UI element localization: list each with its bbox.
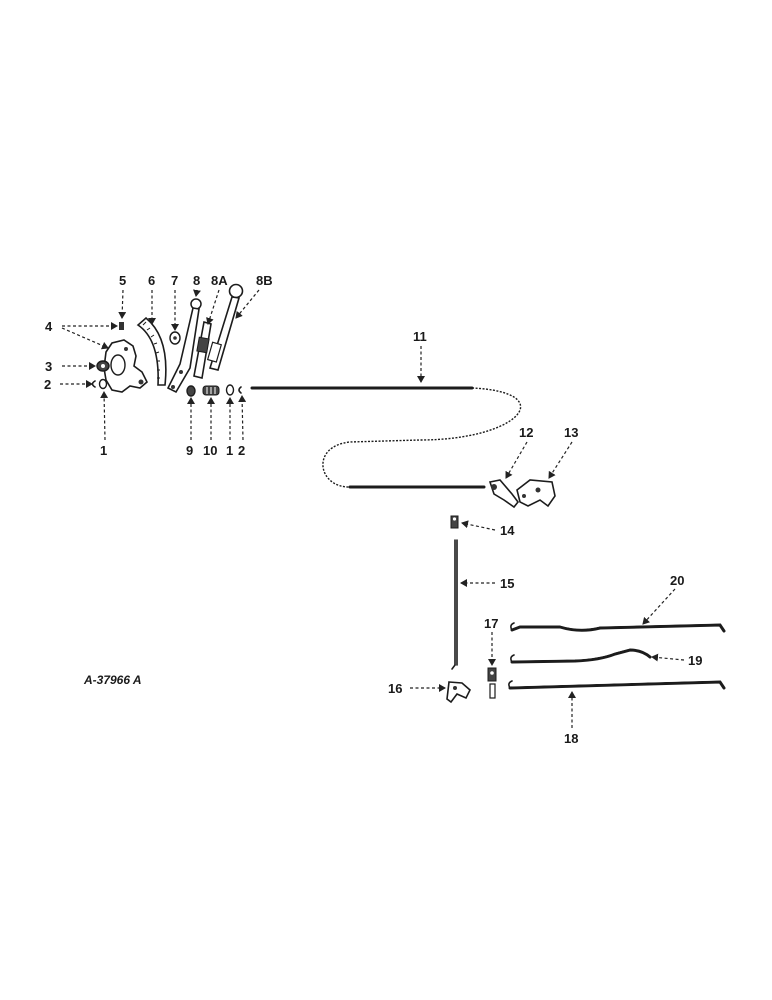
label-part-14: 14 <box>500 523 515 538</box>
part-2-cotter-pin-right <box>238 386 242 394</box>
label-part-19: 19 <box>688 653 702 668</box>
label-part-2-right: 2 <box>238 443 245 458</box>
label-part-15: 15 <box>500 576 514 591</box>
label-part-20: 20 <box>670 573 684 588</box>
label-part-6: 6 <box>148 273 155 288</box>
label-part-9: 9 <box>186 443 193 458</box>
part-10-spring <box>202 385 220 396</box>
part-1-washer-left <box>98 378 108 390</box>
label-part-8a: 8A <box>211 273 228 288</box>
label-part-10: 10 <box>203 443 217 458</box>
label-part-1-right: 1 <box>226 443 233 458</box>
callout-labels: 1 2 3 4 5 6 7 8 8A 8B 9 10 1 2 11 12 13 … <box>44 273 702 746</box>
part-3-nut <box>96 360 110 372</box>
part-15-rod <box>451 539 458 670</box>
part-6-quadrant <box>136 316 167 386</box>
part-8a-latch-rod <box>193 320 212 379</box>
part-18-rod <box>508 679 726 690</box>
reference-code: A-37966 A <box>83 673 142 687</box>
part-17-connector <box>487 667 497 699</box>
label-part-17: 17 <box>484 616 498 631</box>
part-14-clevis <box>450 515 459 529</box>
part-20-rod <box>510 622 726 633</box>
label-part-8b: 8B <box>256 273 273 288</box>
label-part-16: 16 <box>388 681 402 696</box>
label-part-4: 4 <box>45 319 53 334</box>
label-part-12: 12 <box>519 425 533 440</box>
label-part-7: 7 <box>171 273 178 288</box>
label-part-18: 18 <box>564 731 578 746</box>
label-part-2-left: 2 <box>44 377 51 392</box>
leader-lines <box>60 289 685 728</box>
label-part-1-left: 1 <box>100 443 107 458</box>
label-part-13: 13 <box>564 425 578 440</box>
part-1-washer-right <box>225 384 235 396</box>
label-part-5: 5 <box>119 273 126 288</box>
part-8-lever <box>166 298 202 394</box>
label-part-3: 3 <box>45 359 52 374</box>
part-11-control-cable <box>250 385 522 489</box>
part-19-rod <box>510 647 652 664</box>
label-part-11: 11 <box>413 329 427 344</box>
part-8b-lever <box>206 283 244 371</box>
part-5-bolt <box>119 322 124 330</box>
part-12-crank-arm <box>488 479 520 509</box>
part-9-nut <box>186 385 196 397</box>
part-4-bracket <box>103 339 148 393</box>
part-2-cotter-pin-left <box>91 380 96 388</box>
label-part-8: 8 <box>193 273 200 288</box>
part-7-nut <box>169 331 181 345</box>
part-13-bracket <box>516 479 556 508</box>
part-16-crank <box>446 681 471 704</box>
